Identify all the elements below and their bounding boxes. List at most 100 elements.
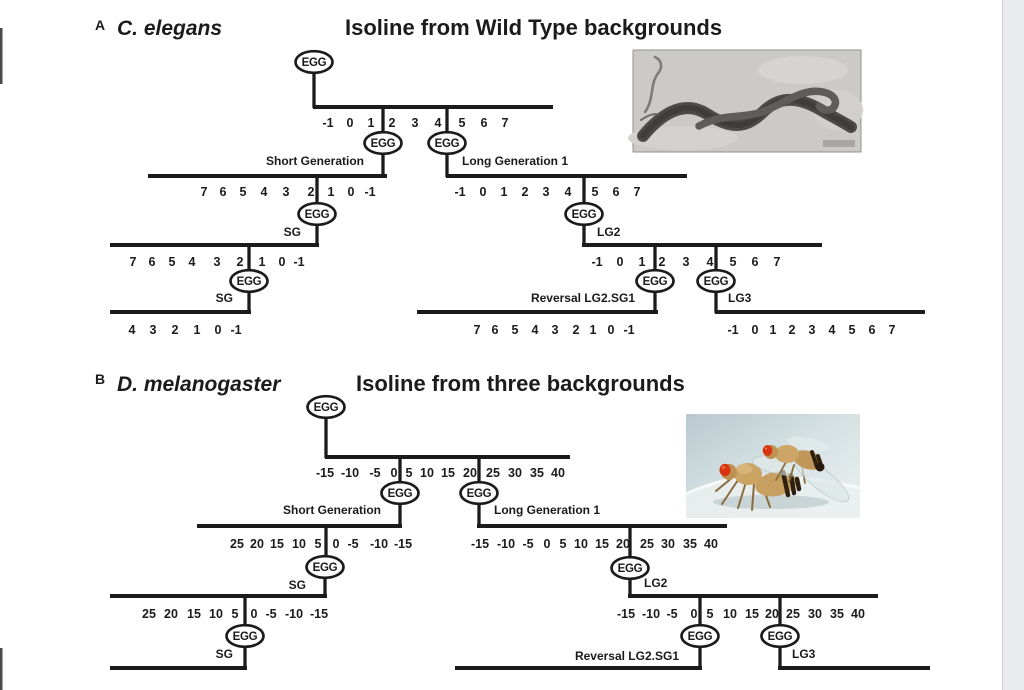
tick-label: 2 (573, 323, 580, 337)
tick-label: 7 (201, 185, 208, 199)
tick-label: 20 (164, 607, 178, 621)
tick-label: 5 (560, 537, 567, 551)
egg-oval (459, 480, 499, 506)
egg-node: EGG (225, 623, 265, 649)
egg-oval (225, 623, 265, 649)
tick-label: 1 (501, 185, 508, 199)
tick-label: -5 (369, 466, 380, 480)
egg-node: EGG (610, 555, 650, 581)
tick-label: 5 (459, 116, 466, 130)
tick-label: 30 (508, 466, 522, 480)
branch-label-long-generation-1-b: Long Generation 1 (494, 503, 600, 517)
tick-label: 6 (869, 323, 876, 337)
tick-label: -1 (322, 116, 333, 130)
fly-shadow (713, 495, 829, 509)
tick-label: 5 (315, 537, 322, 551)
tick-label: 1 (194, 323, 201, 337)
egg-oval (680, 623, 720, 649)
egg-oval (297, 201, 337, 227)
tick-label: 10 (292, 537, 306, 551)
tick-label: 7 (130, 255, 137, 269)
tick-label: -15 (394, 537, 412, 551)
tick-label: -1 (591, 255, 602, 269)
tick-label: -10 (285, 607, 303, 621)
tick-label: -5 (522, 537, 533, 551)
c-elegans-photo (628, 49, 863, 153)
tick-label: 1 (328, 185, 335, 199)
fly-eye (762, 445, 773, 456)
egg-node: EGG (363, 130, 403, 156)
tick-label: 0 (752, 323, 759, 337)
tick-label: -15 (471, 537, 489, 551)
page-margin-strip (1003, 0, 1024, 690)
tick-label: 15 (187, 607, 201, 621)
tick-label: 10 (420, 466, 434, 480)
panel-b-letter: B (95, 371, 105, 387)
egg-label: EGG (688, 631, 713, 643)
tick-label: -5 (666, 607, 677, 621)
tick-label: 0 (608, 323, 615, 337)
egg-label: EGG (435, 138, 460, 150)
egg-node: EGG (564, 201, 604, 227)
tick-label: -1 (230, 323, 241, 337)
tick-label: 3 (150, 323, 157, 337)
tick-label: 25 (142, 607, 156, 621)
egg-label: EGG (618, 563, 643, 575)
egg-label: EGG (572, 209, 597, 221)
tick-label: 4 (707, 255, 714, 269)
panel-b-title: Isoline from three backgrounds (356, 371, 685, 396)
egg-label: EGG (233, 631, 258, 643)
tick-label: 20 (616, 537, 630, 551)
panel-a: A C. elegans Isoline from Wild Type back… (95, 15, 925, 337)
tick-label: 7 (502, 116, 509, 130)
tick-label: -5 (265, 607, 276, 621)
egg-oval (229, 268, 269, 294)
tick-label: 4 (261, 185, 268, 199)
egg-node: EGG (297, 201, 337, 227)
branch-label-reversal-a: Reversal LG2.SG1 (531, 291, 635, 305)
tick-label: -10 (642, 607, 660, 621)
egg-label: EGG (704, 276, 729, 288)
tick-label: 0 (347, 116, 354, 130)
tick-label: 15 (441, 466, 455, 480)
egg-oval (306, 394, 346, 420)
branch-label-reversal-b: Reversal LG2.SG1 (575, 649, 679, 663)
tick-label: 20 (463, 466, 477, 480)
fly-thorax (775, 445, 799, 463)
egg-oval (610, 555, 650, 581)
panel-a-title: Isoline from Wild Type backgrounds (345, 15, 722, 40)
egg-node: EGG (305, 554, 345, 580)
tick-label: 2 (789, 323, 796, 337)
photo-texture (758, 56, 848, 84)
tick-label: -15 (617, 607, 635, 621)
tick-label: 35 (530, 466, 544, 480)
tick-label: 4 (129, 323, 136, 337)
tick-label: -15 (310, 607, 328, 621)
tick-label: 3 (683, 255, 690, 269)
tick-label: 3 (543, 185, 550, 199)
tick-label: 15 (595, 537, 609, 551)
tick-label: 7 (774, 255, 781, 269)
tick-label: 1 (368, 116, 375, 130)
tick-label: 4 (435, 116, 442, 130)
branch-label-lg3-a: LG3 (728, 291, 752, 305)
egg-oval (564, 201, 604, 227)
tick-label: 5 (707, 607, 714, 621)
tick-label: 0 (348, 185, 355, 199)
tick-label: 25 (786, 607, 800, 621)
fly-thorax-highlight (736, 464, 752, 474)
egg-label: EGG (237, 276, 262, 288)
tick-label: 5 (849, 323, 856, 337)
tick-label: 0 (391, 466, 398, 480)
egg-oval (696, 268, 736, 294)
fly-legs (715, 476, 771, 511)
tick-label: 6 (481, 116, 488, 130)
tick-label: 3 (809, 323, 816, 337)
tick-label: 4 (189, 255, 196, 269)
tick-label: 6 (220, 185, 227, 199)
